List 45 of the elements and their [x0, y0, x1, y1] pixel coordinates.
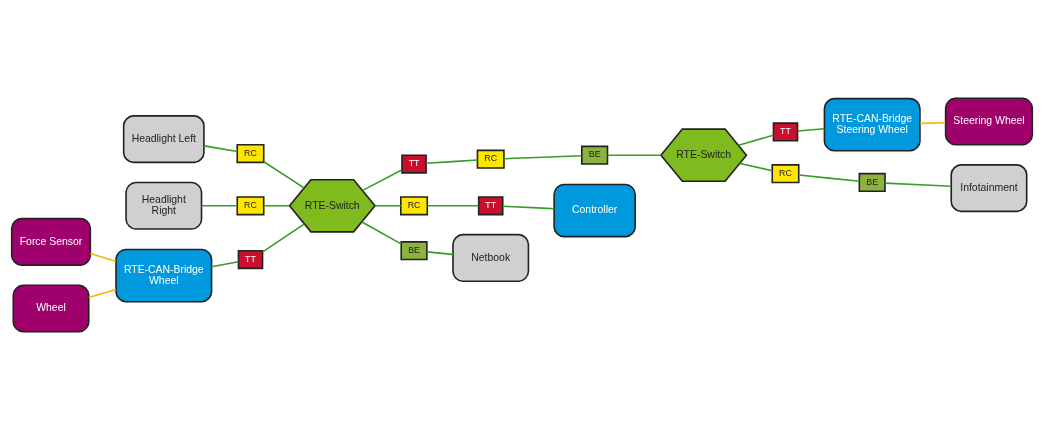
- node-box: TT: [477, 196, 504, 216]
- node-box: Infotainment: [950, 164, 1028, 213]
- node-box: RTE-CAN-Bridge Wheel: [115, 248, 213, 303]
- connector: [361, 169, 403, 192]
- connector: [426, 251, 454, 256]
- connector: [88, 288, 117, 299]
- connector: [884, 182, 952, 188]
- node-box: Netbook: [452, 233, 530, 283]
- connector: [798, 174, 861, 183]
- connector: [261, 223, 305, 253]
- connector: [203, 145, 239, 153]
- connector: [263, 160, 305, 189]
- node-box: RC: [236, 143, 265, 164]
- node-box: TT: [401, 154, 427, 174]
- connector: [425, 159, 479, 165]
- connector: [89, 252, 117, 263]
- connector: [200, 204, 238, 207]
- node-box: Force Sensor: [10, 217, 92, 266]
- node-box: RC: [476, 149, 505, 169]
- node-box: RC: [236, 196, 265, 216]
- node-box: Controller: [553, 183, 636, 238]
- node-box: BE: [400, 241, 428, 261]
- connector: [502, 205, 555, 210]
- node-box: BE: [581, 145, 609, 165]
- connector: [737, 134, 775, 147]
- node-box: Steering Wheel: [944, 97, 1034, 146]
- node-box: Headlight Right: [125, 181, 203, 230]
- connector: [263, 204, 291, 207]
- connector: [919, 121, 947, 125]
- node-box: RTE-CAN-Bridge Steering Wheel: [823, 97, 921, 152]
- connector: [374, 204, 402, 207]
- connector: [796, 127, 826, 132]
- connector: [739, 162, 773, 172]
- node-box: RC: [400, 196, 429, 216]
- node-box: RC: [771, 164, 800, 184]
- node-box: Headlight Left: [122, 115, 205, 164]
- node-box: TT: [772, 122, 799, 142]
- node-box: Wheel: [12, 284, 90, 333]
- connector: [426, 204, 480, 207]
- connector: [503, 154, 583, 160]
- node-box: TT: [237, 249, 264, 270]
- node-box: BE: [858, 172, 886, 193]
- connector: [210, 260, 240, 268]
- connector: [606, 154, 662, 156]
- connector: [361, 221, 402, 245]
